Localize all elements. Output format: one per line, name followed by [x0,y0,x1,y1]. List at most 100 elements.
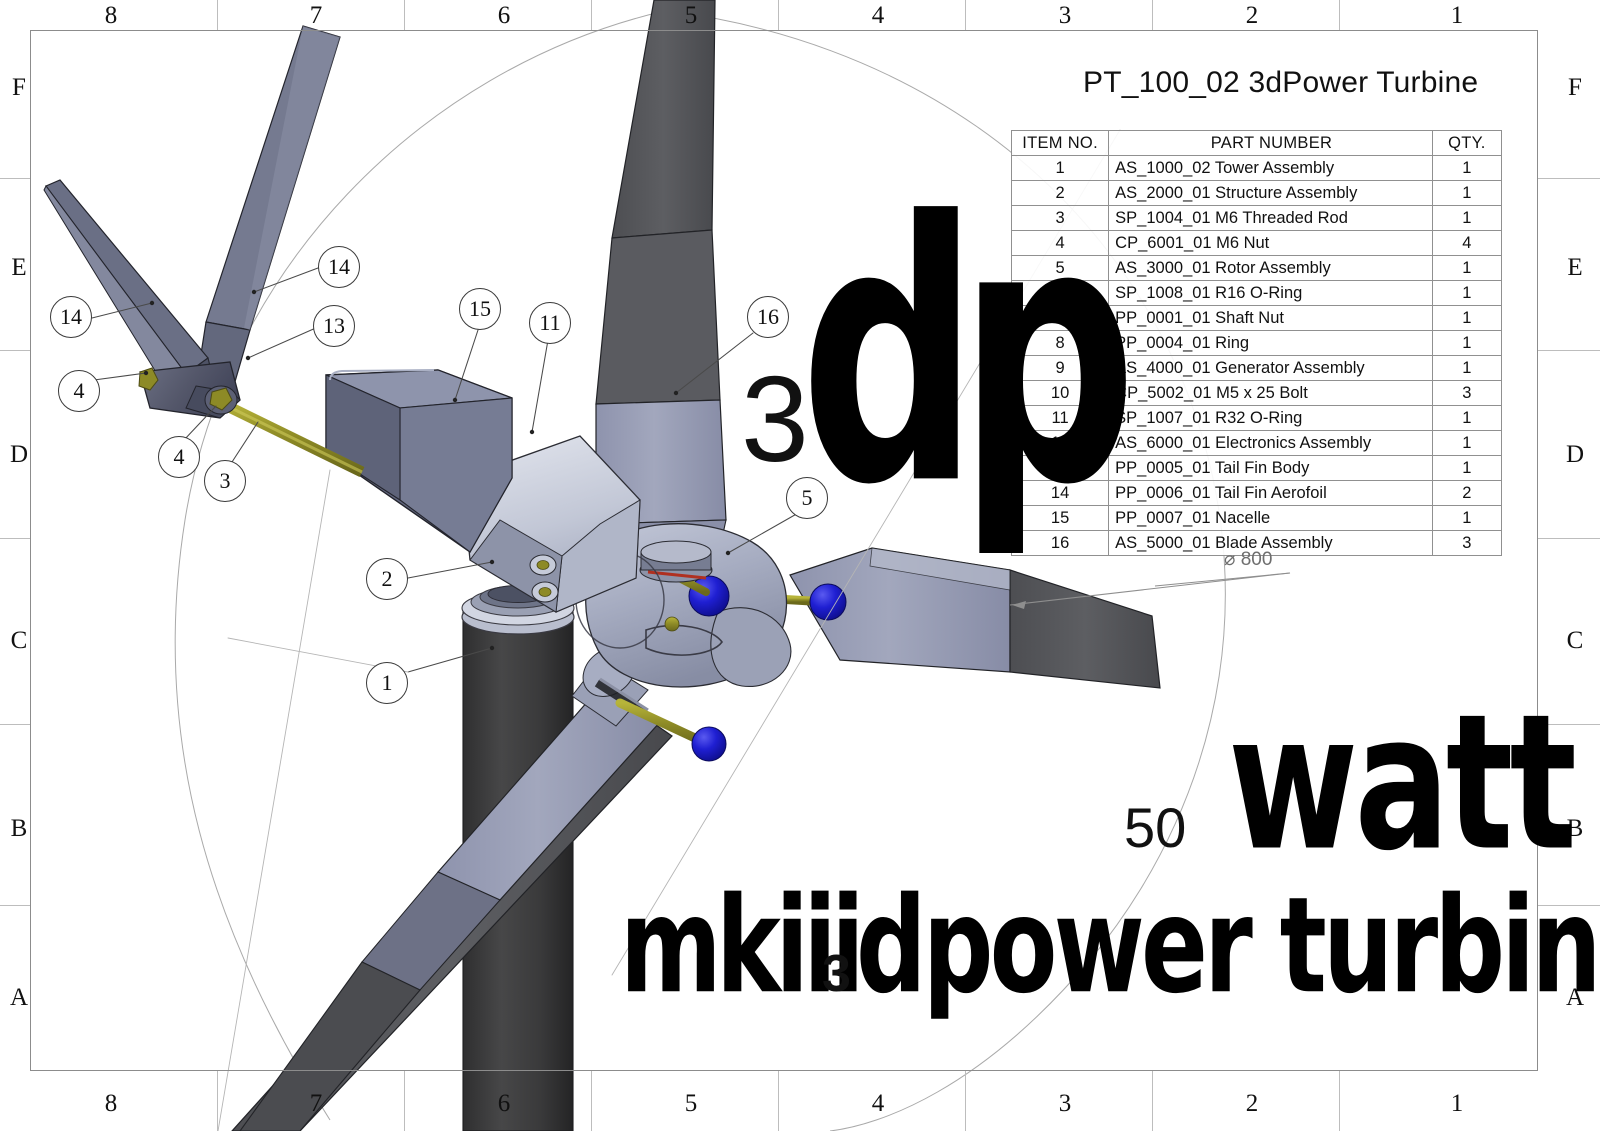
zone-col-bottom-8: 8 [104,1090,118,1117]
logo-numeral-3: 3 [741,351,809,487]
zone-tick-bottom [591,1071,592,1131]
zone-col-bottom-1: 1 [1450,1090,1464,1117]
product-word-dpower-turbine: dpower turbine [856,868,1600,1023]
zone-col-bottom-7: 7 [309,1090,323,1117]
zone-tick-left [0,724,30,725]
zone-tick-top [404,0,405,30]
zone-tick-left [0,350,30,351]
balloon-16[interactable]: 16 [747,296,789,338]
zone-tick-bottom [1152,1071,1153,1131]
bom-cell-item-no: 4 [1010,230,1110,256]
logo-letters-dp: dp [800,146,1137,564]
bom-cell-part-number: SP_1004_01 M6 Threaded Rod [1108,205,1433,231]
zone-col-top-5: 5 [684,2,698,29]
sub-numeral-3: 3 [822,945,851,1003]
zone-col-top-8: 8 [104,2,118,29]
zone-col-bottom-3: 3 [1058,1090,1072,1117]
zone-row-left-B: B [10,815,28,842]
bom-cell-qty: 3 [1431,530,1503,556]
zone-col-bottom-6: 6 [497,1090,511,1117]
watt-number: 50 [1124,796,1187,859]
balloon-4-upper[interactable]: 4 [58,370,100,412]
zone-tick-bottom [217,1071,218,1131]
zone-tick-right [1538,350,1600,351]
balloon-14-left[interactable]: 14 [50,296,92,338]
bom-header-qty: QTY. [1431,130,1503,156]
zone-row-left-F: F [12,74,26,101]
zone-row-left-D: D [9,441,29,468]
zone-row-right-A: A [1565,984,1585,1011]
bom-cell-part-number: AS_1000_02 Tower Assembly [1108,155,1433,181]
zone-tick-left [0,178,30,179]
bom-cell-part-number: AS_2000_01 Structure Assembly [1108,180,1433,206]
zone-tick-top [1152,0,1153,30]
bom-cell-part-number: PP_0001_01 Shaft Nut [1108,305,1433,331]
bom-cell-qty: 1 [1431,455,1503,481]
mark-mkiii: mkiii [620,868,865,1023]
balloon-11[interactable]: 11 [529,302,571,344]
zone-tick-bottom [404,1071,405,1131]
zone-row-right-B: B [1566,815,1584,842]
balloon-15[interactable]: 15 [459,288,501,330]
bom-cell-qty: 3 [1431,380,1503,406]
zone-row-left-C: C [10,627,28,654]
zone-tick-top [778,0,779,30]
zone-tick-bottom [965,1071,966,1131]
zone-row-right-D: D [1565,441,1585,468]
bom-cell-qty: 1 [1431,405,1503,431]
bom-cell-qty: 1 [1431,430,1503,456]
bom-cell-part-number: PP_0005_01 Tail Fin Body [1108,455,1433,481]
zone-tick-right [1538,724,1600,725]
diameter-dimension-line [1009,572,1291,609]
zone-col-bottom-5: 5 [684,1090,698,1117]
balloon-13[interactable]: 13 [313,305,355,347]
bom-cell-qty: 1 [1431,280,1503,306]
zone-tick-right [1538,905,1600,906]
bom-cell-part-number: PP_0006_01 Tail Fin Aerofoil [1108,480,1433,506]
balloon-3[interactable]: 3 [204,460,246,502]
balloon-4-lower[interactable]: 4 [158,436,200,478]
zone-tick-bottom [1339,1071,1340,1131]
zone-tick-right [1538,178,1600,179]
bom-cell-item-no: 1 [1010,155,1110,181]
bom-cell-item-no: 7 [1010,305,1110,331]
nacelle-generator [325,369,641,613]
bom-cell-part-number: AS_5000_01 Blade Assembly [1108,530,1433,556]
bom-cell-part-number: SP_1008_01 R16 O-Ring [1108,280,1433,306]
zone-col-bottom-2: 2 [1245,1090,1259,1117]
zone-row-left-A: A [9,984,29,1011]
bom-header-item-no: ITEM NO. [1010,130,1110,156]
balloon-5[interactable]: 5 [786,477,828,519]
zone-col-top-4: 4 [871,2,885,29]
balloon-14-right[interactable]: 14 [318,246,360,288]
drawing-title: PT_100_02 3dPower Turbine [1083,66,1479,99]
zone-col-top-1: 1 [1450,2,1464,29]
bom-cell-part-number: AS_4000_01 Generator Assembly [1108,355,1433,381]
zone-col-bottom-4: 4 [871,1090,885,1117]
bom-cell-qty: 2 [1431,480,1503,506]
zone-tick-left [0,538,30,539]
zone-tick-top [217,0,218,30]
balloon-1[interactable]: 1 [366,662,408,704]
bom-cell-qty: 1 [1431,205,1503,231]
bom-cell-qty: 1 [1431,505,1503,531]
bom-cell-qty: 1 [1431,355,1503,381]
balloon-2[interactable]: 2 [366,558,408,600]
blade-lower-left [231,647,727,1131]
tail-fin-assembly [43,25,341,419]
bom-cell-qty: 1 [1431,305,1503,331]
zone-col-top-7: 7 [309,2,323,29]
zone-tick-bottom [778,1071,779,1131]
bom-cell-part-number: AS_3000_01 Rotor Assembly [1108,255,1433,281]
zone-tick-top [965,0,966,30]
zone-row-left-E: E [11,254,27,281]
bom-cell-part-number: PP_0007_01 Nacelle [1108,505,1433,531]
